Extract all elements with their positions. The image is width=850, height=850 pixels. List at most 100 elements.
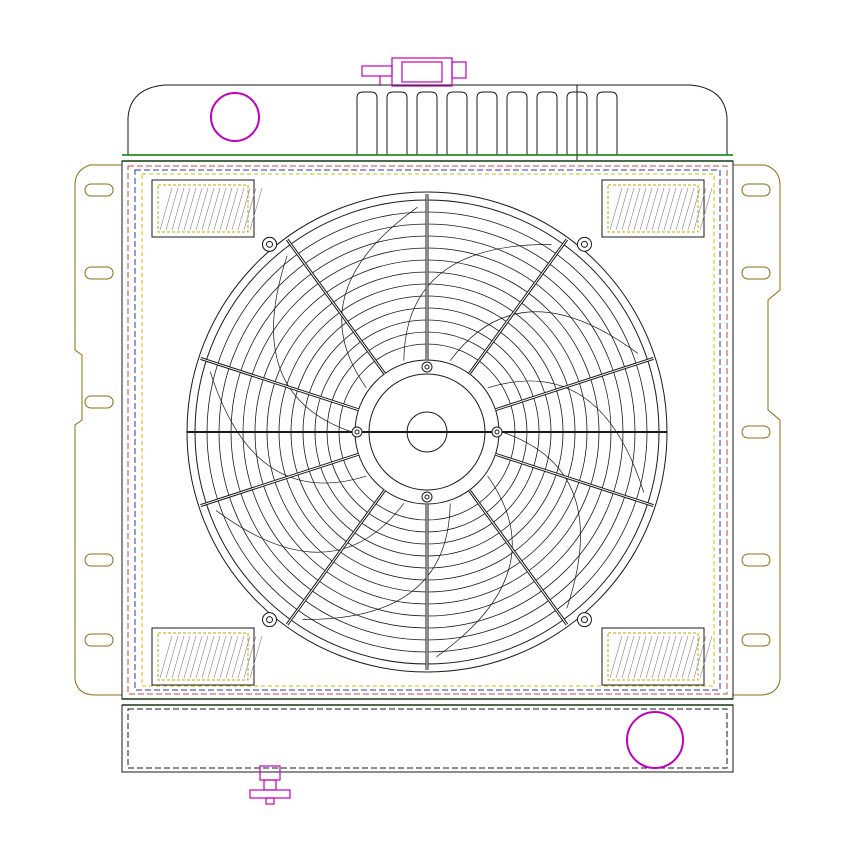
pad-hatch xyxy=(699,635,713,679)
bracket-slot xyxy=(741,633,771,647)
outlet-port xyxy=(626,711,684,769)
bracket-slot xyxy=(741,266,771,280)
pad-hatch xyxy=(207,635,221,679)
pad-hatch xyxy=(189,635,203,679)
corner-pad xyxy=(601,179,713,238)
fan-blade-edge xyxy=(487,380,645,493)
pad-hatch xyxy=(663,635,677,679)
pad-hatch xyxy=(231,635,245,679)
pad-hatch xyxy=(687,187,701,231)
pad-hatch xyxy=(159,635,173,679)
pad-hatch xyxy=(639,187,653,231)
corner-pad xyxy=(601,627,713,686)
mount-bolt xyxy=(421,491,433,503)
shroud-mount-tab xyxy=(576,236,592,252)
fan-blade-edge xyxy=(436,475,513,658)
guard-spoke-core xyxy=(495,357,654,411)
bracket-slot xyxy=(741,183,771,197)
pad-hatch xyxy=(693,635,707,679)
guard-spoke-core xyxy=(495,453,654,507)
tank-rib xyxy=(356,91,378,155)
shroud-mount-hole xyxy=(266,240,274,248)
pad-hatch xyxy=(207,187,221,231)
shroud-mount-hole xyxy=(580,616,588,624)
pad-hatch xyxy=(633,635,647,679)
pad-hatch xyxy=(627,187,641,231)
pad-hatch xyxy=(693,187,707,231)
cooling-fan-icon xyxy=(186,191,668,673)
inlet-port xyxy=(210,92,260,142)
radiator-core xyxy=(121,160,734,700)
top-tank-ribs xyxy=(356,91,618,155)
shroud-corner-pads xyxy=(151,179,713,686)
pad-hatch xyxy=(663,187,677,231)
shroud-mount-hole xyxy=(266,616,274,624)
pad-hatch xyxy=(699,187,713,231)
tank-rib xyxy=(446,91,468,155)
fan-blade-edge xyxy=(209,371,367,484)
mount-bolt-center xyxy=(424,364,430,370)
pad-hatch xyxy=(231,187,245,231)
pad-hatch xyxy=(651,635,665,679)
bracket-slot xyxy=(84,183,114,197)
fan-blade-edge xyxy=(403,244,552,361)
bracket-slot xyxy=(84,553,114,567)
left-mounting-bracket xyxy=(74,164,122,696)
pad-hatch xyxy=(669,635,683,679)
pad-outline xyxy=(601,627,705,686)
pad-hatch xyxy=(675,635,689,679)
top-tank xyxy=(127,84,728,160)
bracket-slot xyxy=(84,395,114,409)
pad-hatch xyxy=(645,635,659,679)
mount-bolt xyxy=(491,426,503,438)
shroud-mount-tab xyxy=(262,612,278,628)
pad-hatch xyxy=(213,635,227,679)
pad-hatch xyxy=(237,635,251,679)
guard-spoke-core xyxy=(200,453,359,507)
pad-hatch xyxy=(621,187,635,231)
pad-hatch xyxy=(651,187,665,231)
fan-blade-edge xyxy=(273,255,353,433)
bracket-slot xyxy=(84,266,114,280)
pad-hatch xyxy=(609,187,623,231)
pad-hatch xyxy=(657,187,671,231)
bottom-tank xyxy=(121,704,734,773)
mount-bolt-center xyxy=(424,494,430,500)
mount-bolt-center xyxy=(354,429,360,435)
pad-outline xyxy=(151,627,255,686)
mount-bolt xyxy=(421,361,433,373)
mount-bolt-center xyxy=(494,429,500,435)
pad-hatch xyxy=(627,635,641,679)
pad-hatch xyxy=(249,635,263,679)
guard-spoke-core xyxy=(468,239,568,375)
pad-hatch xyxy=(243,187,257,231)
bracket-slots xyxy=(84,183,771,647)
pad-hatch xyxy=(225,635,239,679)
fan-blade-edge xyxy=(501,431,581,609)
corner-pad xyxy=(151,179,263,238)
pad-hatch xyxy=(633,187,647,231)
tank-rib xyxy=(566,91,588,155)
pad-hatch xyxy=(615,187,629,231)
pad-hatch xyxy=(183,187,197,231)
pad-hatch xyxy=(675,187,689,231)
mount-bolt xyxy=(351,426,363,438)
guard-spoke-core xyxy=(468,489,568,625)
pad-hatch xyxy=(171,187,185,231)
drain-petcock-icon xyxy=(249,765,291,805)
pad-outline xyxy=(601,179,705,238)
pad-hatch xyxy=(219,187,233,231)
corner-pad xyxy=(151,627,263,686)
shroud-mount-tab xyxy=(262,236,278,252)
pad-hatch xyxy=(609,635,623,679)
pad-hatch xyxy=(687,635,701,679)
pad-hatch xyxy=(219,635,233,679)
guard-spoke-core xyxy=(200,357,359,411)
pad-hatch xyxy=(177,635,191,679)
pad-hatch xyxy=(171,635,185,679)
pad-inner xyxy=(607,184,699,233)
tank-rib xyxy=(536,91,558,155)
tank-rib xyxy=(416,91,438,155)
pad-hatch xyxy=(621,635,635,679)
